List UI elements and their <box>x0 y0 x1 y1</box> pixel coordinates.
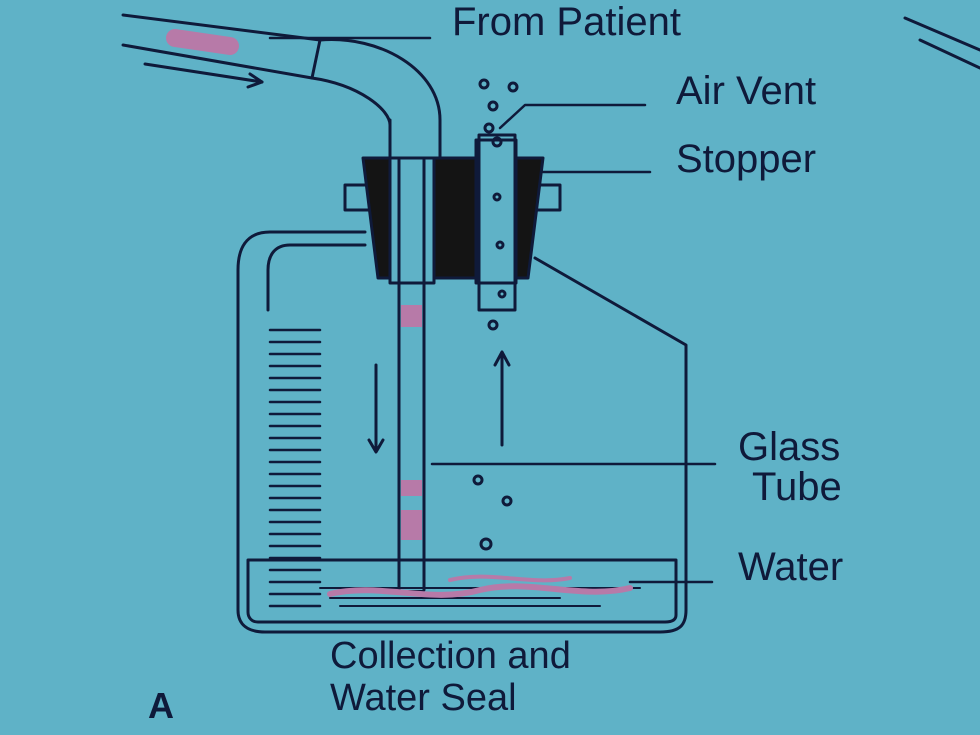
label-stopper: Stopper <box>676 137 816 181</box>
caption-line-1: Collection and <box>330 635 571 677</box>
label-water: Water <box>738 545 843 589</box>
air-bubbles <box>472 78 519 551</box>
flow-arrow-head <box>367 438 385 454</box>
fluid-in-water <box>327 583 633 598</box>
fluid-in-tubing <box>166 29 239 55</box>
vent-tube <box>477 133 517 312</box>
water-level <box>246 558 678 624</box>
leader-lines <box>268 36 717 584</box>
label-air-vent: Air Vent <box>676 69 816 113</box>
fluid-in-tube <box>401 305 422 327</box>
label-tube: Tube <box>752 465 842 509</box>
flow-arrow-head <box>246 72 264 89</box>
flow-arrow-in <box>143 62 264 84</box>
caption-line-2: Water Seal <box>330 677 517 719</box>
collection-bottle <box>236 230 688 634</box>
fluid-in-water <box>448 574 572 583</box>
panel-letter: A <box>148 685 174 726</box>
label-glass: Glass <box>738 425 840 469</box>
patient-tubing <box>121 13 442 162</box>
adjacent-figure-edge <box>903 16 980 70</box>
fluid-in-tube <box>401 510 422 540</box>
graduation-scale <box>268 328 322 608</box>
stopper <box>343 138 562 285</box>
flow-arrow-head <box>493 350 511 367</box>
label-from-patient: From Patient <box>452 0 681 44</box>
fluid-in-tube <box>401 480 422 496</box>
leader-air-vent <box>498 103 647 130</box>
